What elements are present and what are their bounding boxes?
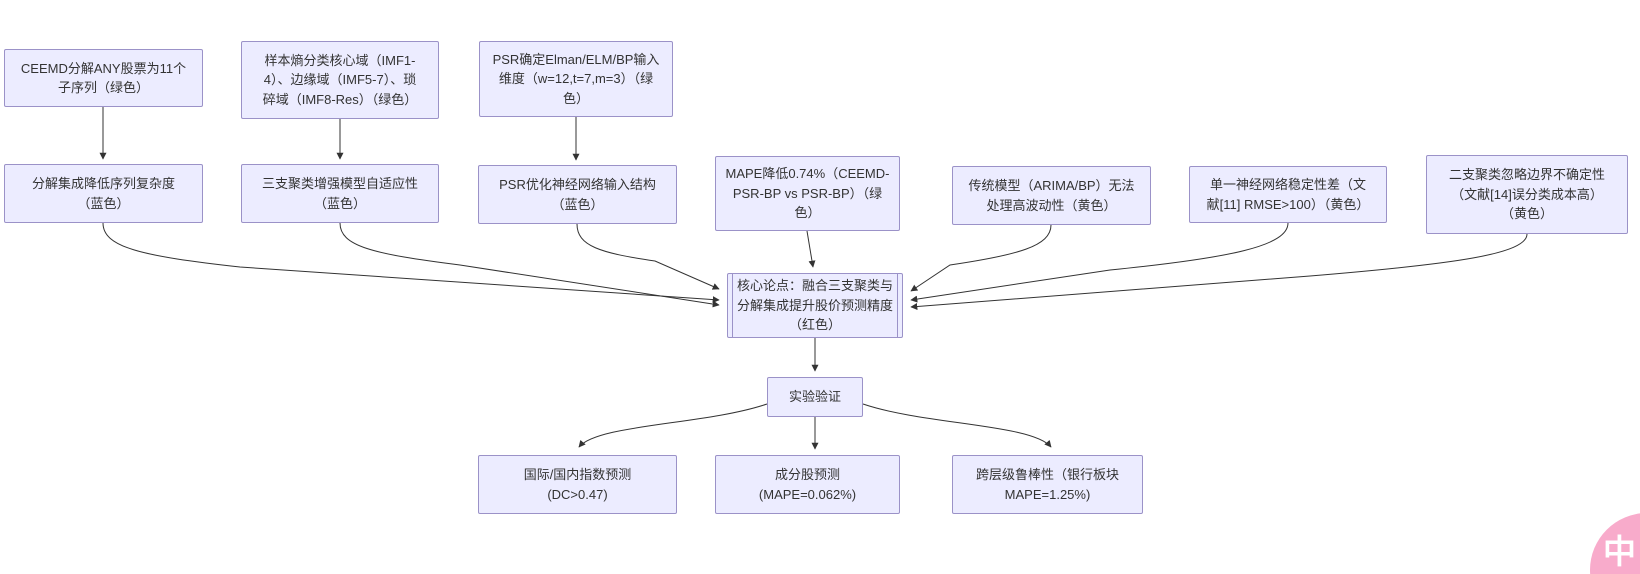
edge-complexity-to-core [102, 222, 720, 304]
core-double-border-right [897, 274, 898, 337]
edge-adaptivity-to-core [339, 222, 720, 308]
node-label: PSR确定Elman/ELM/BP输入 维度（w=12,t=7,m=3）（绿 色… [492, 51, 660, 106]
node-single-nn-stability: 单一神经网络稳定性差（文 献[11] RMSE>100）（黄色） [1189, 166, 1387, 223]
node-sample-entropy: 样本熵分类核心域（IMF1- 4）、边缘域（IMF5-7）、琐 碎域（IMF8-… [241, 41, 439, 119]
node-label: MAPE降低0.74%（CEEMD- PSR-BP vs PSR-BP）（绿 色… [725, 166, 890, 221]
node-index-prediction: 国际/国内指数预测 (DC>0.47) [478, 455, 677, 514]
node-label: 分解集成降低序列复杂度 （蓝色） [31, 176, 175, 211]
edge-experiment-to-index [578, 403, 768, 448]
node-label: 跨层级鲁棒性（银行板块 MAPE=1.25%) [975, 467, 1119, 502]
translate-button[interactable]: 中 A [1590, 513, 1640, 574]
node-traditional-limits: 传统模型（ARIMA/BP）无法 处理高波动性（黄色） [952, 166, 1151, 225]
node-experiment: 实验验证 [767, 377, 863, 417]
node-psr-input-structure: PSR优化神经网络输入结构 （蓝色） [478, 165, 677, 224]
node-label: 成分股预测 (MAPE=0.062%) [758, 467, 857, 502]
node-component-stock: 成分股预测 (MAPE=0.062%) [715, 455, 900, 514]
node-ceemd-decompose: CEEMD分解ANY股票为11个 子序列（绿色） [4, 49, 203, 107]
node-core-thesis: 核心论点：融合三支聚类与 分解集成提升股价预测精度 （红色） [727, 273, 903, 338]
node-decompose-complexity: 分解集成降低序列复杂度 （蓝色） [4, 164, 203, 223]
edge-traditional-to-core [910, 224, 1052, 292]
node-label: 实验验证 [788, 389, 841, 405]
node-cross-level-robust: 跨层级鲁棒性（银行板块 MAPE=1.25%) [952, 455, 1143, 514]
node-label: 核心论点：融合三支聚类与 分解集成提升股价预测精度 （红色） [736, 278, 893, 333]
core-double-border-left [732, 274, 733, 337]
node-mape-reduction: MAPE降低0.74%（CEEMD- PSR-BP vs PSR-BP）（绿 色… [715, 156, 900, 231]
edge-singlenn-to-core [910, 222, 1289, 303]
node-two-way-boundary: 二支聚类忽略边界不确定性 （文献[14]误分类成本高） （黄色） [1426, 155, 1628, 234]
edge-structure-to-core [576, 223, 720, 290]
node-label: CEEMD分解ANY股票为11个 子序列（绿色） [20, 60, 187, 96]
node-label: 传统模型（ARIMA/BP）无法 处理高波动性（黄色） [968, 178, 1135, 213]
edge-twoway-to-core [910, 233, 1528, 311]
node-label: 三支聚类增强模型自适应性 （蓝色） [261, 176, 418, 211]
translate-zh-glyph: 中 [1603, 533, 1636, 570]
edge-experiment-to-robust [862, 403, 1052, 448]
node-psr-dimension: PSR确定Elman/ELM/BP输入 维度（w=12,t=7,m=3）（绿 色… [479, 41, 673, 117]
node-label: 国际/国内指数预测 (DC>0.47) [523, 467, 632, 502]
node-three-way-adaptivity: 三支聚类增强模型自适应性 （蓝色） [241, 164, 439, 223]
translate-en-glyph: A [1637, 553, 1640, 574]
node-label: 样本熵分类核心域（IMF1- 4）、边缘域（IMF5-7）、琐 碎域（IMF8-… [262, 52, 418, 107]
node-label: 单一神经网络稳定性差（文 献[11] RMSE>100）（黄色） [1206, 177, 1370, 212]
node-label: PSR优化神经网络输入结构 （蓝色） [499, 177, 656, 212]
node-label: 二支聚类忽略边界不确定性 （文献[14]误分类成本高） （黄色） [1448, 167, 1605, 222]
edge-mape-to-core [806, 230, 816, 268]
